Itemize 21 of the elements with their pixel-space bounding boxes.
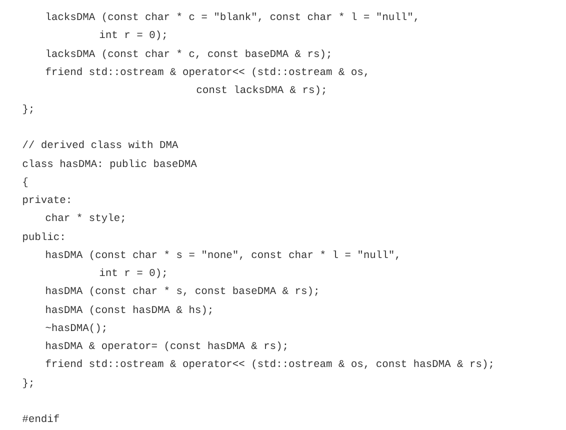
code-line: lacksDMA (const char * c = "blank", const char * l = "null", (46, 12, 417, 22)
code-line: int r = 0); (100, 30, 166, 40)
code-line: }; (23, 104, 32, 114)
code-line: int r = 0); (100, 268, 166, 278)
code-line: public: (23, 232, 64, 242)
code-line: private: (23, 195, 70, 206)
code-line: #endif (22, 414, 59, 422)
code-line: char * style; (46, 213, 124, 224)
code-line: lacksDMA (const char * c, const baseDMA & rs); (46, 49, 330, 60)
code-line: { (23, 177, 28, 188)
code-line: const lacksDMA & rs); (196, 85, 325, 96)
code-line: hasDMA & operator= (const hasDMA & rs); (46, 341, 286, 352)
code-line: hasDMA (const hasDMA & hs); (46, 305, 212, 316)
code-line: hasDMA (const char * s, const baseDMA & rs); (46, 286, 318, 296)
code-line: hasDMA (const char * s = "none", const char * l = "null", (46, 250, 398, 260)
code-line: friend std::ostream & operator<< (std::ostream & os, const hasDMA & rs); (46, 359, 492, 370)
code-line: friend std::ostream & operator<< (std::ostream & os, (46, 67, 367, 78)
code-line: ~hasDMA(); (46, 323, 106, 334)
code-line: }; (23, 378, 32, 388)
code-line: // derived class with DMA (22, 140, 178, 148)
code-line: class hasDMA: public baseDMA (22, 159, 197, 170)
